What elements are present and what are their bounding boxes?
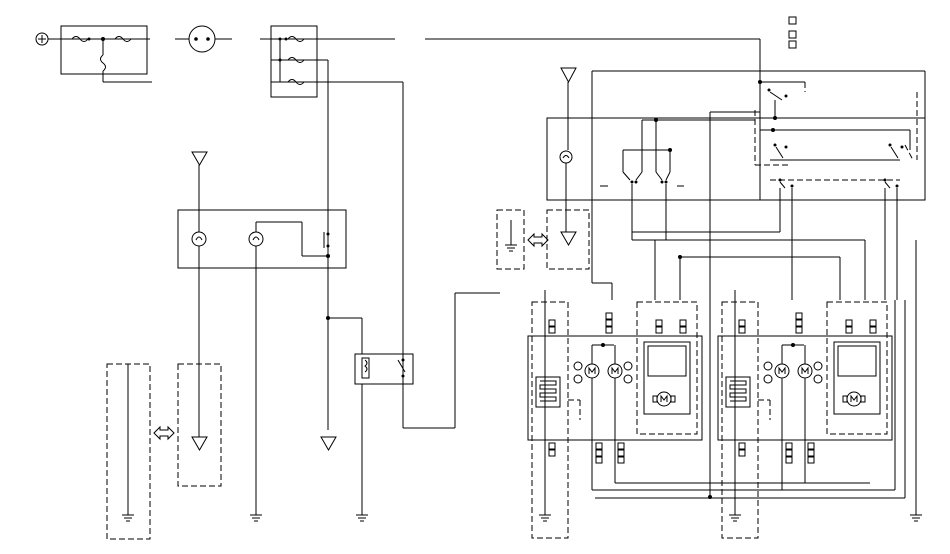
relay [354, 353, 414, 385]
antenna-ground-symbol [560, 67, 577, 84]
heater-element-2 [725, 376, 751, 408]
indicator-lamp-3 [559, 150, 573, 164]
control-switch-4 [664, 171, 671, 184]
chassis-ground-1 [122, 514, 134, 522]
connector-pins-6 [738, 319, 746, 334]
connector-dashed-b [546, 209, 590, 270]
ground-symbol-4 [560, 231, 577, 247]
ground-symbol-open [191, 151, 208, 167]
heater-element-1 [535, 376, 561, 408]
connector-pins-9 [845, 319, 877, 334]
motor-1a [584, 363, 600, 379]
relay-contact [397, 358, 406, 378]
control-switch-1 [622, 171, 634, 184]
fuse-3 [287, 79, 305, 85]
relay-switch-b [773, 143, 788, 159]
double-arrow-icon [153, 425, 175, 441]
chassis-ground-2 [250, 514, 262, 522]
fuse-1 [287, 36, 305, 42]
chassis-ground-3 [356, 514, 368, 522]
control-switch-2 [634, 171, 643, 184]
actuator-dashed-2 [826, 301, 888, 435]
indicator-lamp-1 [191, 231, 207, 247]
ignition-switch [188, 25, 216, 53]
under-dash-fuse-box [270, 25, 318, 98]
connector-pins-5 [595, 442, 625, 464]
connector-pins-3 [605, 312, 613, 334]
under-hood-fuse-box [60, 25, 148, 75]
fuse-vertical [100, 54, 106, 72]
connector-dashed-a [496, 209, 525, 270]
connector-dashed-d [721, 301, 759, 539]
chassis-ground-5 [539, 514, 551, 522]
relay-switch-a [767, 88, 788, 101]
double-arrow-icon-2 [527, 232, 549, 248]
motor-1b [607, 363, 623, 379]
connector-dashed-mid [177, 363, 222, 487]
relay-coil [361, 357, 370, 379]
indicator-lamp-2 [248, 231, 264, 247]
relay-switch-d [778, 178, 794, 189]
motor-2b [797, 363, 813, 379]
control-switch-3 [655, 171, 664, 184]
connector-dashed-c [531, 301, 569, 539]
battery-positive-terminal [35, 32, 49, 46]
connector-pins-10 [785, 442, 815, 464]
switch-panel [177, 209, 347, 269]
relay-switch-e [883, 178, 899, 189]
fuse-main [71, 36, 91, 42]
actuator-motor-1 [652, 391, 676, 407]
connector-pins-2 [548, 442, 556, 457]
control-unit [546, 117, 926, 201]
actuator-dashed-1 [636, 301, 698, 435]
chassis-ground-6 [729, 514, 741, 522]
fuse-2 [287, 57, 305, 63]
panel-switch [323, 232, 330, 248]
connector-pins-1 [548, 319, 556, 334]
plus-terminal-1 [573, 361, 633, 384]
chassis-ground-7 [910, 514, 922, 522]
connector-pins-8 [795, 312, 803, 334]
chassis-ground-4 [505, 244, 517, 252]
actuator-1 [643, 341, 691, 415]
motor-2a [774, 363, 790, 379]
actuator-2 [833, 341, 881, 415]
fuse-branch [114, 36, 132, 42]
plus-terminal-2 [763, 361, 823, 384]
connector-pins-7 [738, 442, 746, 457]
connector-pins-4 [655, 319, 687, 334]
ground-symbol-3 [191, 436, 208, 452]
legend-squares [788, 16, 797, 49]
actuator-motor-2 [842, 391, 866, 407]
relay-switch-c [888, 143, 904, 159]
ground-symbol-2 [320, 436, 337, 452]
